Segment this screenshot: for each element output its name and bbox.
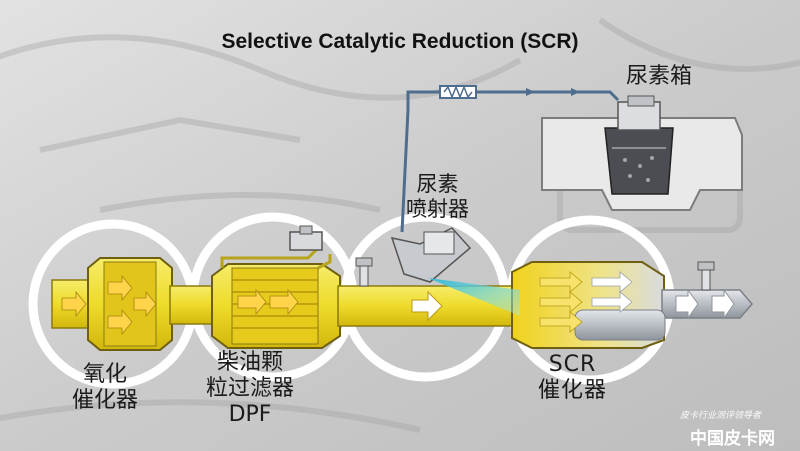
sensor-icon [355,257,373,287]
urea-spray [428,278,520,316]
dpf-label: 柴油颗 粒过滤器 DPF [206,350,295,427]
watermark-site: 中国皮卡网 [690,429,775,449]
scr-catalyst-label: SCR 催化器 [538,352,608,403]
watermark-slogan: 皮卡行业测评领导者 [680,411,762,421]
spring-damper-icon [439,84,477,100]
flow-arrow-icon [675,288,735,320]
flow-arrow-icon [61,274,157,336]
urea-supply-line [400,90,620,233]
urea-injector-body [390,227,472,283]
flow-arrow-icon [571,88,580,96]
pressure-sensor-icon [289,225,323,251]
oxidation-catalyst-label: 氧化 催化器 [72,362,139,413]
flow-arrow-icon [539,271,633,333]
urea-tank [541,95,743,211]
urea-injector-label: 尿素 喷射器 [406,172,469,221]
flow-arrow-icon [526,88,535,96]
flow-arrow-icon [237,288,299,316]
diagram-title: Selective Catalytic Reduction (SCR) [221,30,579,53]
sensor-icon [697,261,715,291]
flow-arrow-icon [411,290,443,322]
urea-tank-label: 尿素箱 [626,64,693,89]
